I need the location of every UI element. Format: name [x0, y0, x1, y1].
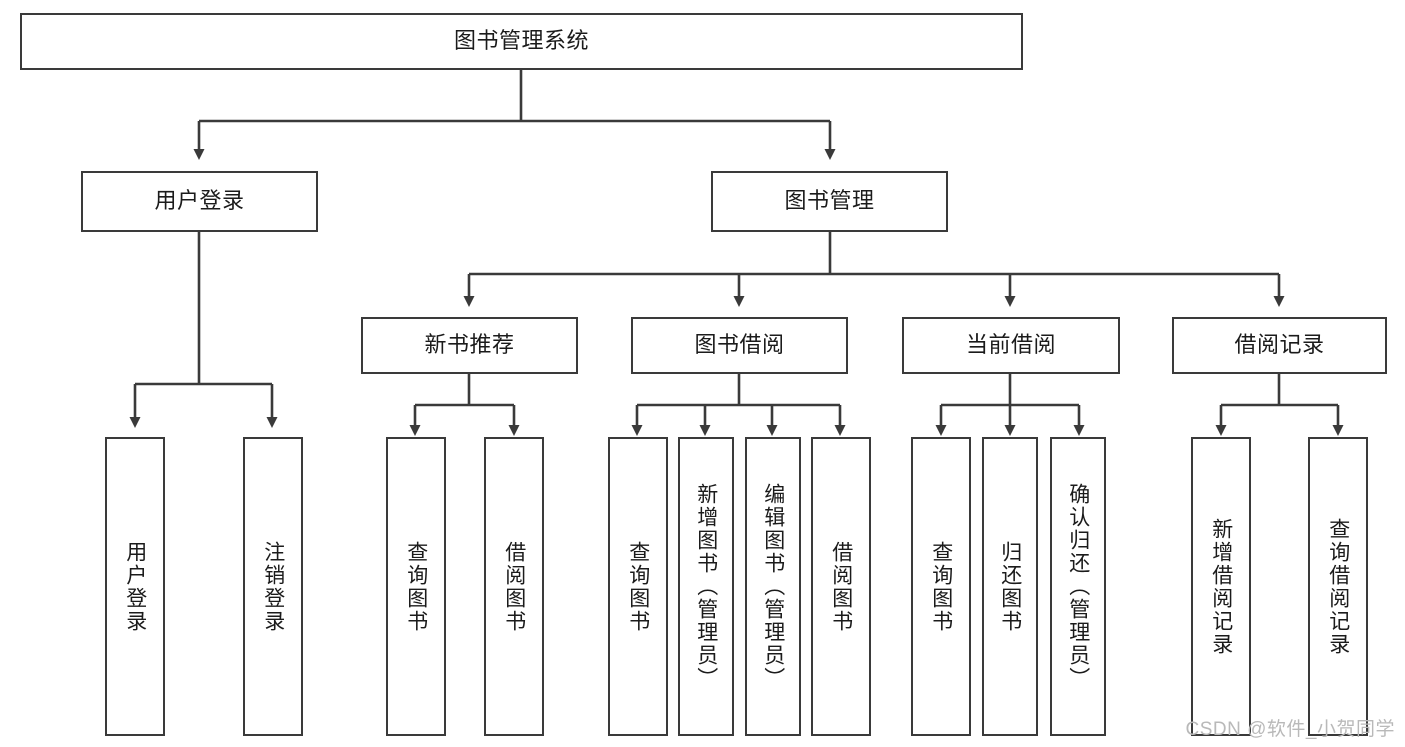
node-label: 新增图书（管理员）	[694, 483, 718, 690]
node-label: 图书借阅	[694, 332, 785, 358]
node-label: 用户登录	[123, 540, 147, 633]
node-label: 归还图书	[998, 540, 1022, 633]
node-book-borrow[interactable]: 图书借阅	[631, 317, 848, 374]
node-label: 图书管理系统	[453, 28, 589, 54]
node-leaf-logout[interactable]: 注销登录	[243, 437, 303, 736]
node-label: 确认归还（管理员）	[1066, 483, 1090, 690]
node-label: 借阅图书	[502, 540, 526, 633]
node-label: 编辑图书（管理员）	[761, 483, 785, 690]
watermark-text: CSDN @软件_小贺同学	[1185, 719, 1395, 740]
node-label: 新增借阅记录	[1209, 517, 1233, 656]
node-user-login[interactable]: 用户登录	[81, 171, 318, 232]
node-leaf-query-book-borrow[interactable]: 查询图书	[608, 437, 668, 736]
node-leaf-query-book-recommend[interactable]: 查询图书	[386, 437, 446, 736]
node-label: 新书推荐	[424, 332, 515, 358]
node-label: 借阅记录	[1234, 332, 1325, 358]
node-leaf-add-book-admin[interactable]: 新增图书（管理员）	[678, 437, 734, 736]
node-label: 用户登录	[154, 188, 245, 214]
node-leaf-add-borrow-record[interactable]: 新增借阅记录	[1191, 437, 1251, 736]
node-current-borrow[interactable]: 当前借阅	[902, 317, 1120, 374]
node-label: 查询图书	[626, 540, 650, 633]
node-leaf-edit-book-admin[interactable]: 编辑图书（管理员）	[745, 437, 801, 736]
node-new-book-recommend[interactable]: 新书推荐	[361, 317, 578, 374]
node-leaf-confirm-return-admin[interactable]: 确认归还（管理员）	[1050, 437, 1106, 736]
node-leaf-borrow-book[interactable]: 借阅图书	[811, 437, 871, 736]
node-label: 借阅图书	[829, 540, 853, 633]
node-label: 查询图书	[929, 540, 953, 633]
node-leaf-return-book[interactable]: 归还图书	[982, 437, 1038, 736]
node-label: 图书管理	[784, 188, 875, 214]
node-book-management[interactable]: 图书管理	[711, 171, 948, 232]
node-leaf-query-borrow-record[interactable]: 查询借阅记录	[1308, 437, 1368, 736]
node-root-system[interactable]: 图书管理系统	[20, 13, 1023, 70]
node-leaf-user-login[interactable]: 用户登录	[105, 437, 165, 736]
node-label: 查询图书	[404, 540, 428, 633]
node-leaf-borrow-book-recommend[interactable]: 借阅图书	[484, 437, 544, 736]
node-label: 注销登录	[261, 540, 285, 633]
node-label: 查询借阅记录	[1326, 517, 1350, 656]
node-label: 当前借阅	[965, 332, 1056, 358]
node-borrow-record[interactable]: 借阅记录	[1172, 317, 1387, 374]
node-leaf-query-book-current[interactable]: 查询图书	[911, 437, 971, 736]
